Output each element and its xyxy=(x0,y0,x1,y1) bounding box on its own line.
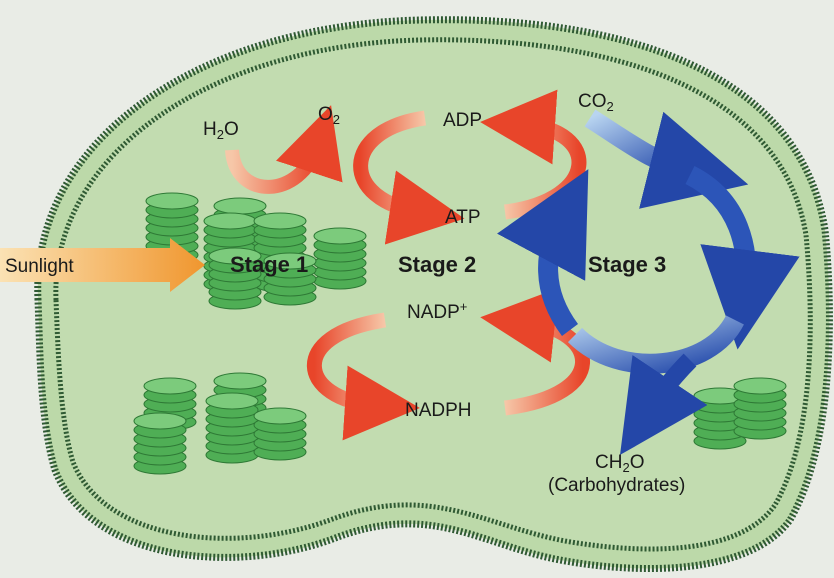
granum-stack xyxy=(208,247,262,310)
thylakoid-disc xyxy=(143,377,197,395)
carbohydrates-label: (Carbohydrates) xyxy=(548,475,685,496)
sunlight-label: Sunlight xyxy=(5,256,74,277)
thylakoid-disc xyxy=(145,192,199,210)
thylakoid-disc xyxy=(253,407,307,425)
granum-stack xyxy=(263,252,317,306)
thylakoid-disc xyxy=(133,412,187,430)
calvin-cycle-arc-left xyxy=(497,169,589,336)
granum-stack xyxy=(253,407,307,461)
carbohydrate-output-arrow xyxy=(620,353,708,455)
thylakoid-disc xyxy=(213,372,267,390)
co2-label: CO2 xyxy=(578,91,614,114)
adp-label: ADP xyxy=(443,110,482,131)
granum-stack xyxy=(733,377,787,440)
granum-stack xyxy=(205,392,259,464)
nadp-to-nadph-arrow xyxy=(306,312,420,441)
o2-label: O2 xyxy=(318,104,340,127)
nadp-label: NADP+ xyxy=(407,299,467,323)
thylakoid-disc xyxy=(263,252,317,270)
thylakoid-disc xyxy=(205,392,259,410)
ch2o-label: CH2O xyxy=(595,452,644,475)
water-to-oxygen-arrow xyxy=(225,105,343,194)
co2-input-arrow xyxy=(584,109,749,209)
thylakoid-disc xyxy=(313,227,367,245)
thylakoid-disc xyxy=(208,247,262,265)
nadph-label: NADPH xyxy=(405,400,472,421)
stage-2-label: Stage 2 xyxy=(398,252,476,277)
thylakoid-disc xyxy=(253,212,307,230)
nadph-to-nadp-arrow xyxy=(480,287,590,416)
atp-label: ATP xyxy=(445,207,481,228)
thylakoid-disc xyxy=(213,197,267,215)
calvin-cycle-arc-right xyxy=(685,166,800,350)
thylakoid-grana xyxy=(133,192,787,475)
thylakoid-disc xyxy=(203,212,257,230)
granum-stack xyxy=(133,412,187,475)
stage-3-label: Stage 3 xyxy=(588,252,666,277)
granum-stack xyxy=(313,227,367,290)
h2o-label: H2O xyxy=(203,119,239,142)
thylakoid-disc xyxy=(733,377,787,395)
adp-to-atp-arrow xyxy=(353,110,465,245)
sunlight-arrow xyxy=(0,238,205,292)
stage-1-label: Stage 1 xyxy=(230,252,308,277)
